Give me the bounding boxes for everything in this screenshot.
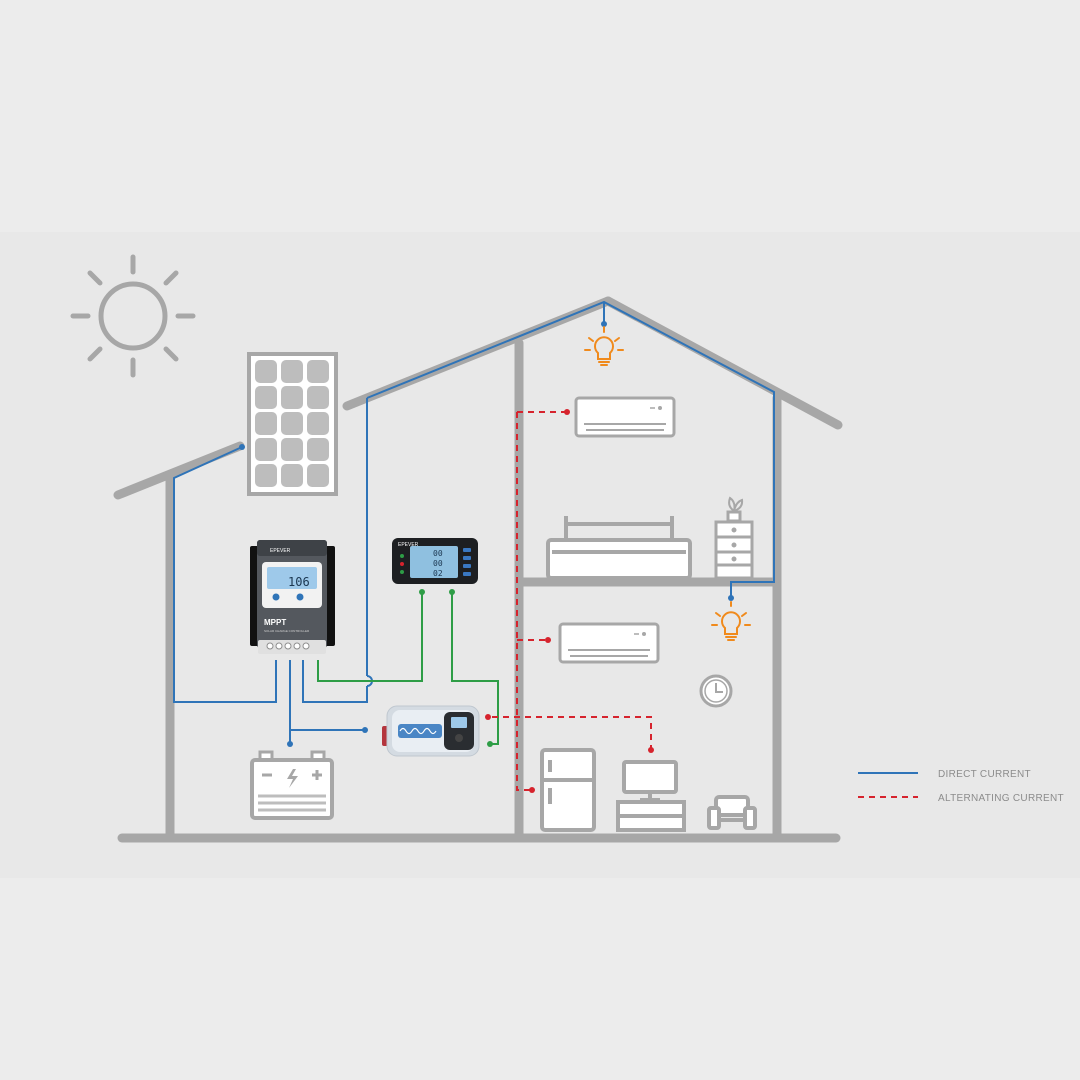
upper-ac bbox=[574, 396, 676, 438]
meter-reading-2: 00 bbox=[433, 559, 443, 568]
controller-model: MPPT bbox=[264, 618, 286, 627]
light-bulb-icon bbox=[584, 326, 751, 641]
ac-wire-nodes bbox=[485, 409, 654, 793]
battery-icon bbox=[250, 750, 334, 820]
meter-brand: EPEVER bbox=[398, 542, 419, 548]
left-roof-low bbox=[113, 441, 245, 500]
legend-ac-label: ALTERNATING CURRENT bbox=[938, 793, 1064, 804]
controller-brand: EPEVER bbox=[270, 548, 291, 554]
signal-wires bbox=[317, 594, 499, 745]
bed-icon bbox=[546, 516, 692, 580]
inverter-to-tv-wire bbox=[492, 716, 652, 748]
controller-load-wire bbox=[302, 660, 368, 703]
panel-to-controller-wire bbox=[173, 446, 277, 703]
meter-reading-3: 02 bbox=[433, 569, 443, 578]
meter-to-inverter-wire bbox=[451, 594, 499, 745]
meter-reading-1: 00 bbox=[433, 549, 443, 558]
roof-wire-to-lights bbox=[366, 300, 775, 598]
ac-main-vertical bbox=[516, 412, 530, 791]
inverter-icon bbox=[382, 705, 480, 757]
sun-icon bbox=[70, 254, 196, 378]
tv-icon bbox=[616, 760, 686, 832]
lower-bulb bbox=[711, 601, 751, 641]
charge-controller-icon: EPEVER 106 MPPT SOLAR CHARGE CONTROLLER bbox=[250, 540, 335, 654]
solar-panel-icon bbox=[247, 352, 338, 496]
dc-wires bbox=[173, 300, 775, 744]
refrigerator-icon bbox=[540, 748, 596, 832]
signal-wire-nodes bbox=[419, 589, 493, 747]
legend: DIRECT CURRENT ALTERNATING CURRENT bbox=[858, 769, 1064, 804]
roof-right-slope bbox=[603, 296, 843, 430]
clock-icon bbox=[699, 674, 733, 708]
controller-display: 106 bbox=[288, 575, 310, 589]
controller-button-right bbox=[296, 593, 304, 601]
air-conditioner-icon bbox=[558, 396, 676, 664]
ac-wires bbox=[492, 411, 652, 791]
controller-subtitle: SOLAR CHARGE CONTROLLER bbox=[264, 629, 310, 633]
controller-to-meter-wire bbox=[317, 594, 423, 682]
controller-button-left bbox=[272, 593, 280, 601]
armchair-icon bbox=[707, 795, 757, 830]
dresser-icon bbox=[714, 496, 754, 580]
dc-wire-nodes bbox=[239, 321, 734, 747]
lower-ac bbox=[558, 622, 660, 664]
legend-dc-label: DIRECT CURRENT bbox=[938, 769, 1031, 780]
remote-meter-icon: EPEVER 00 00 02 bbox=[392, 538, 478, 584]
upper-bulb bbox=[584, 326, 624, 366]
